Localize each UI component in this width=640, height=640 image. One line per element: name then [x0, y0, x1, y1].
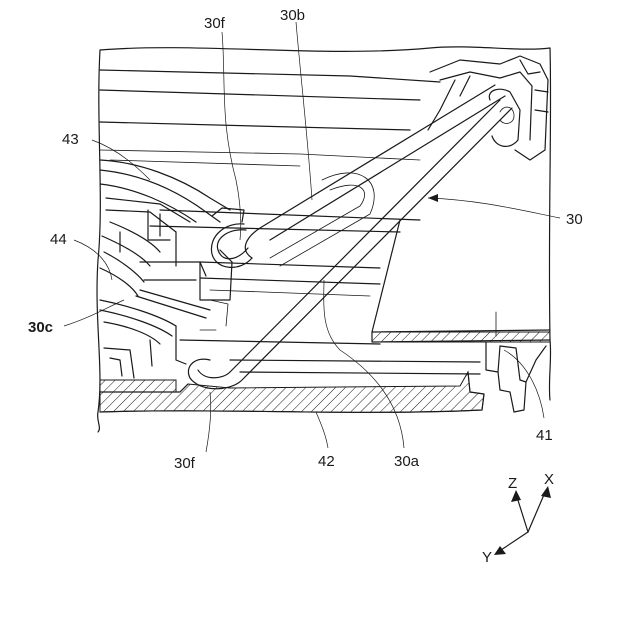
label-30c: 30c — [28, 319, 53, 336]
left-fins — [100, 160, 244, 378]
body-41 — [372, 220, 550, 412]
label-30b: 30b — [280, 7, 305, 24]
axis-x-label: X — [544, 471, 554, 488]
label-30f-top: 30f — [204, 15, 226, 32]
label-30f-bottom: 30f — [174, 455, 196, 472]
drawing-outline — [97, 47, 551, 412]
label-42: 42 — [318, 453, 335, 470]
axis-z-label: Z — [508, 475, 517, 492]
axis-y-label: Y — [482, 549, 492, 566]
base-42 — [98, 372, 484, 432]
label-43: 43 — [62, 131, 79, 148]
label-30a: 30a — [394, 453, 420, 470]
latch-mechanism — [428, 56, 548, 160]
label-30: 30 — [566, 211, 583, 228]
upper-layers — [100, 70, 440, 166]
label-41: 41 — [536, 427, 553, 444]
coordinate-axes: Z X Y — [482, 471, 554, 566]
label-44: 44 — [50, 231, 67, 248]
